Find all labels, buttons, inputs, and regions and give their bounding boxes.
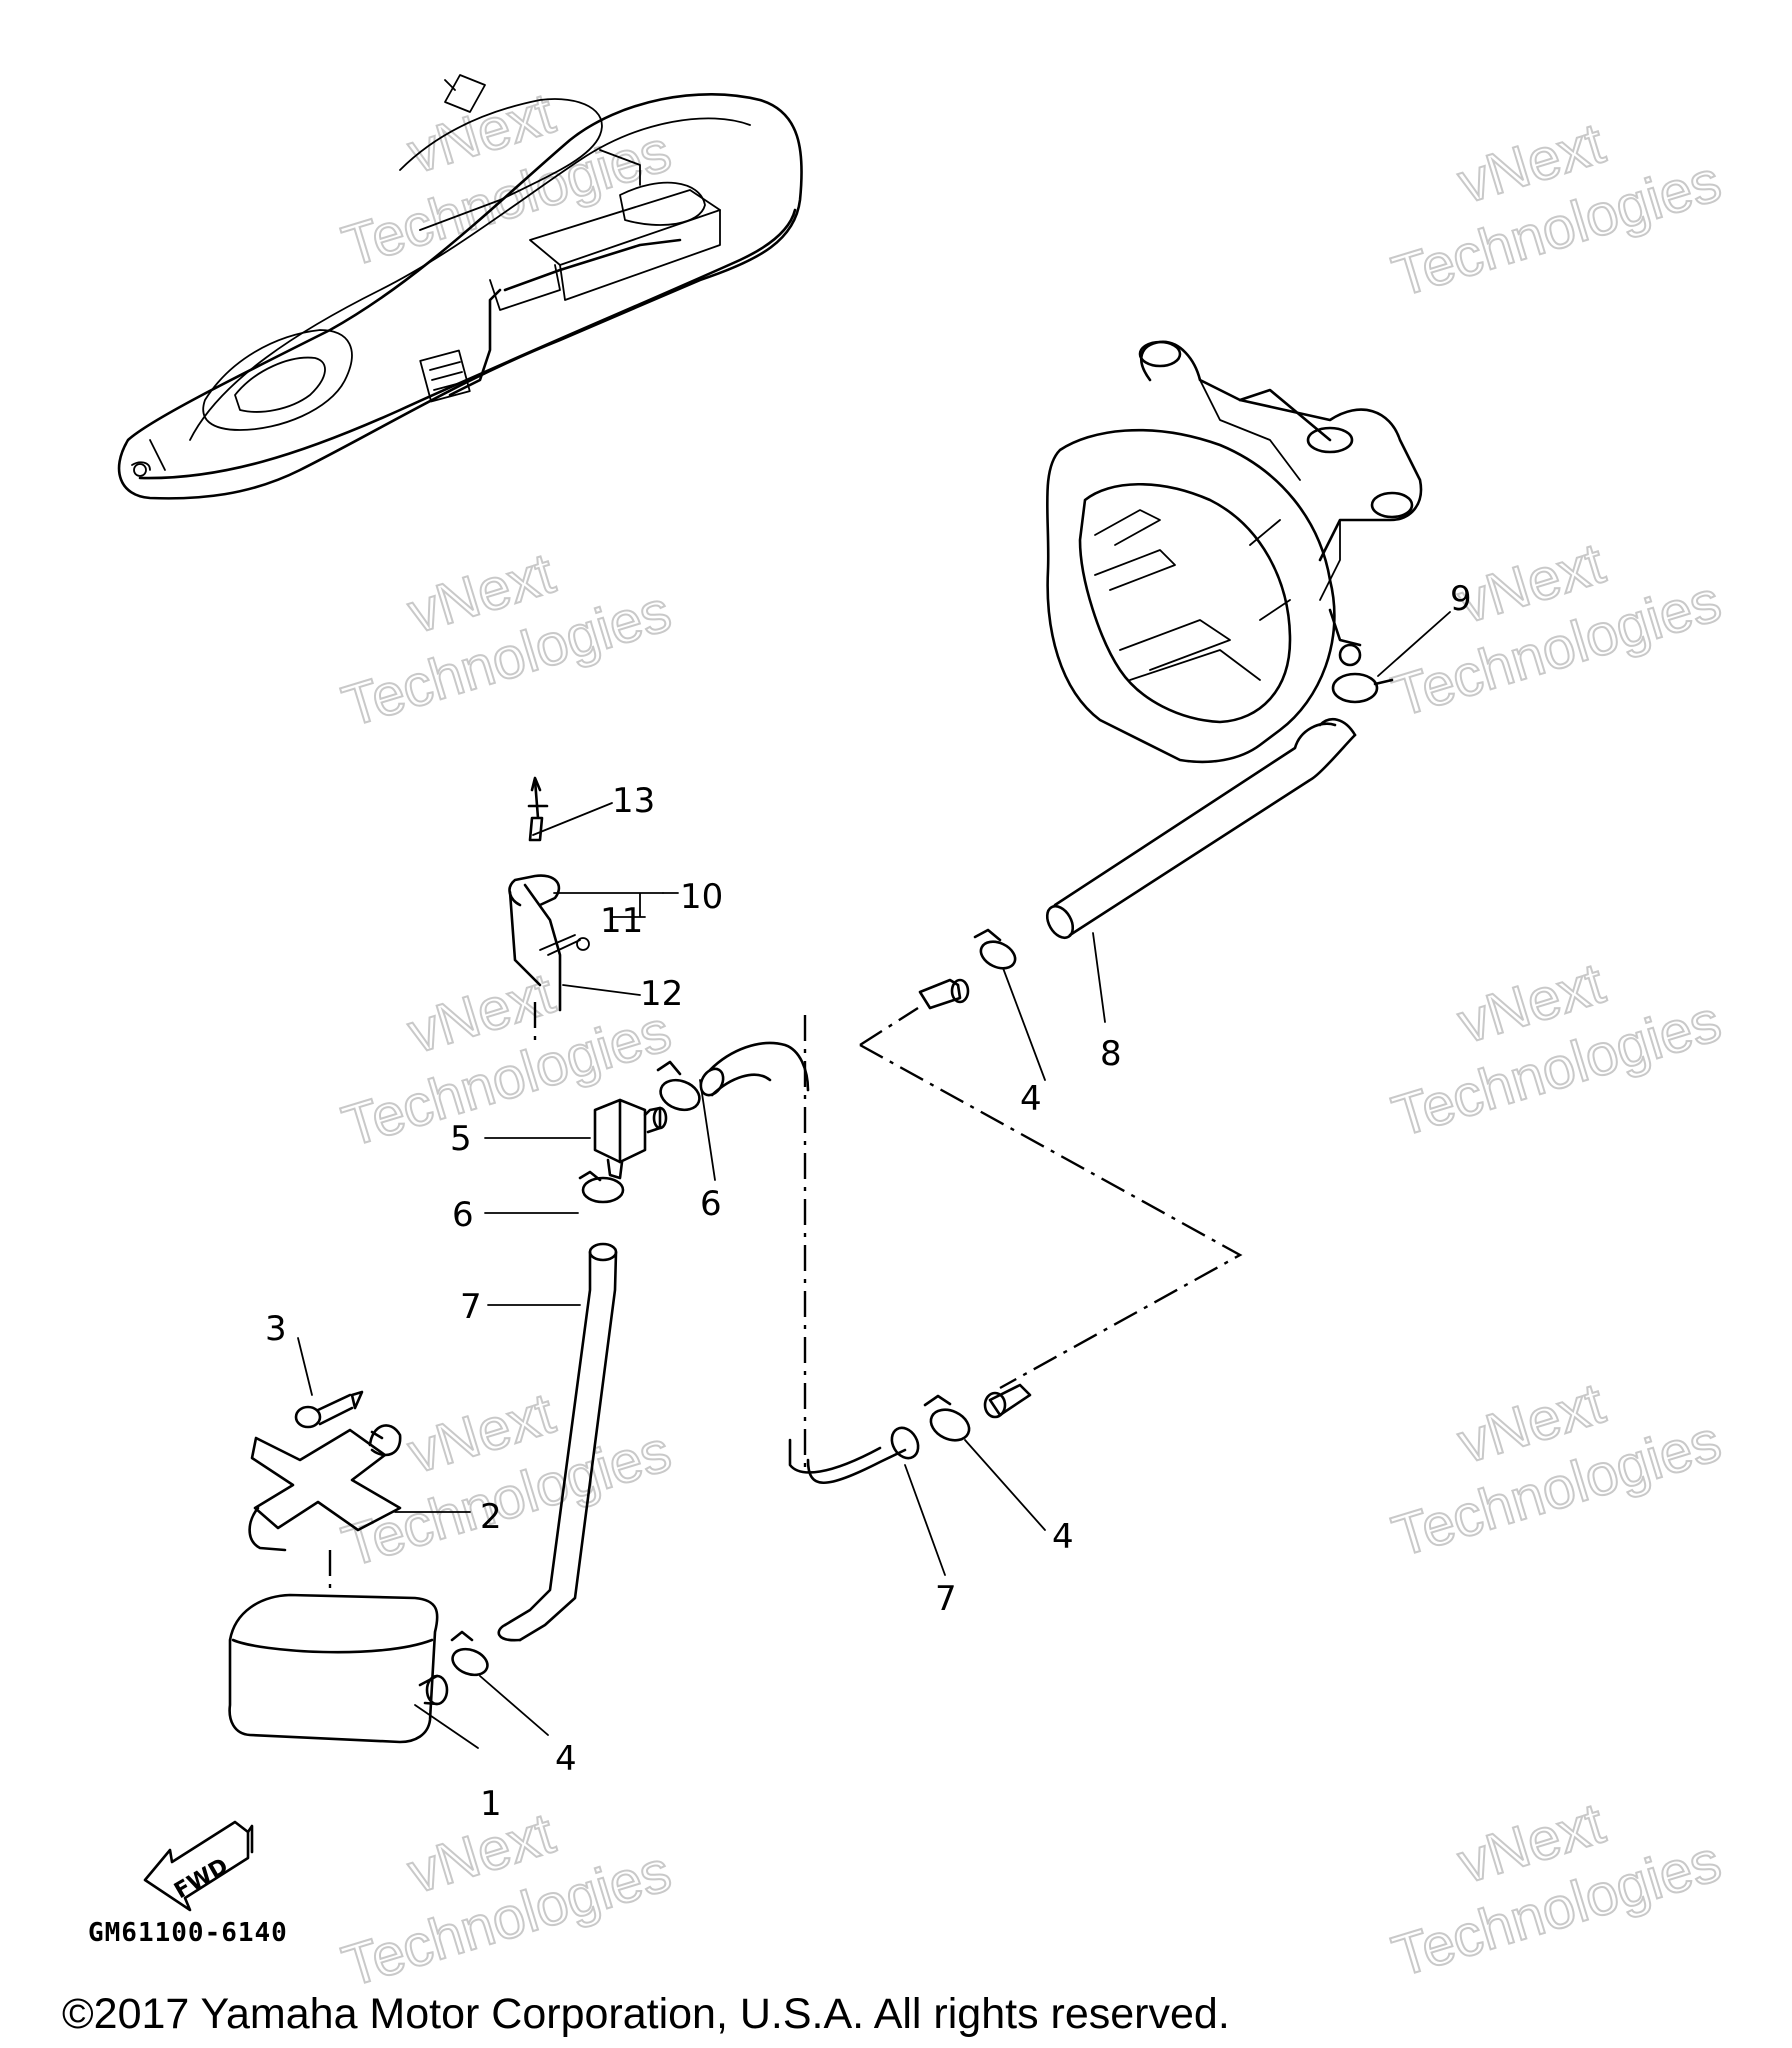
parts-10-13-clip-assembly xyxy=(508,776,590,1012)
callout-4-lower-left: 4 xyxy=(555,1739,577,1779)
callout-8: 8 xyxy=(1100,1034,1122,1074)
callout-9: 9 xyxy=(1450,579,1472,619)
fwd-label: FWD xyxy=(170,1854,232,1904)
callout-6-left: 6 xyxy=(452,1195,474,1235)
part-1-box xyxy=(228,1593,449,1744)
fwd-direction-arrow: FWD xyxy=(143,1820,254,1912)
callout-7-left: 7 xyxy=(460,1287,482,1327)
callout-6-right: 6 xyxy=(700,1184,722,1224)
drawing-code-label: GM61100-6140 xyxy=(88,1918,288,1948)
hose-8 xyxy=(1045,717,1357,940)
callout-11: 11 xyxy=(600,901,643,941)
callout-5: 5 xyxy=(450,1119,472,1159)
part-3-screw xyxy=(294,1390,364,1429)
part-2-bracket xyxy=(248,1424,402,1552)
clamp-6-right xyxy=(656,1060,701,1112)
callout-4-mid-right: 4 xyxy=(1052,1517,1074,1557)
clamp-4-mid xyxy=(923,1383,1032,1442)
copyright-footer: ©2017 Yamaha Motor Corporation, U.S.A. A… xyxy=(62,1990,1230,2038)
callout-12: 12 xyxy=(640,974,683,1014)
clamp-4-lower xyxy=(450,1630,489,1677)
hose-7-right xyxy=(699,1041,920,1484)
callout-13: 13 xyxy=(612,781,655,821)
leader-lines xyxy=(297,611,1451,1749)
clamp-4-upper xyxy=(918,928,1017,1010)
callout-2: 2 xyxy=(480,1497,502,1537)
part-5-connector xyxy=(593,1098,668,1180)
assembly-lines xyxy=(328,1002,1243,1590)
callout-1: 1 xyxy=(480,1784,502,1824)
callout-numbers: 1 2 3 4 4 4 5 6 6 7 7 8 9 10 11 12 13 xyxy=(265,579,1472,1824)
clamp-6-lower xyxy=(578,1170,625,1204)
callout-4-upper-right: 4 xyxy=(1020,1079,1042,1119)
watercraft-hull-illustration xyxy=(117,74,803,500)
hose-7-left xyxy=(497,1242,618,1642)
callout-10: 10 xyxy=(680,877,723,917)
callout-3: 3 xyxy=(265,1309,287,1349)
callout-7-right: 7 xyxy=(935,1579,957,1619)
jet-pump-housing xyxy=(1045,340,1423,764)
